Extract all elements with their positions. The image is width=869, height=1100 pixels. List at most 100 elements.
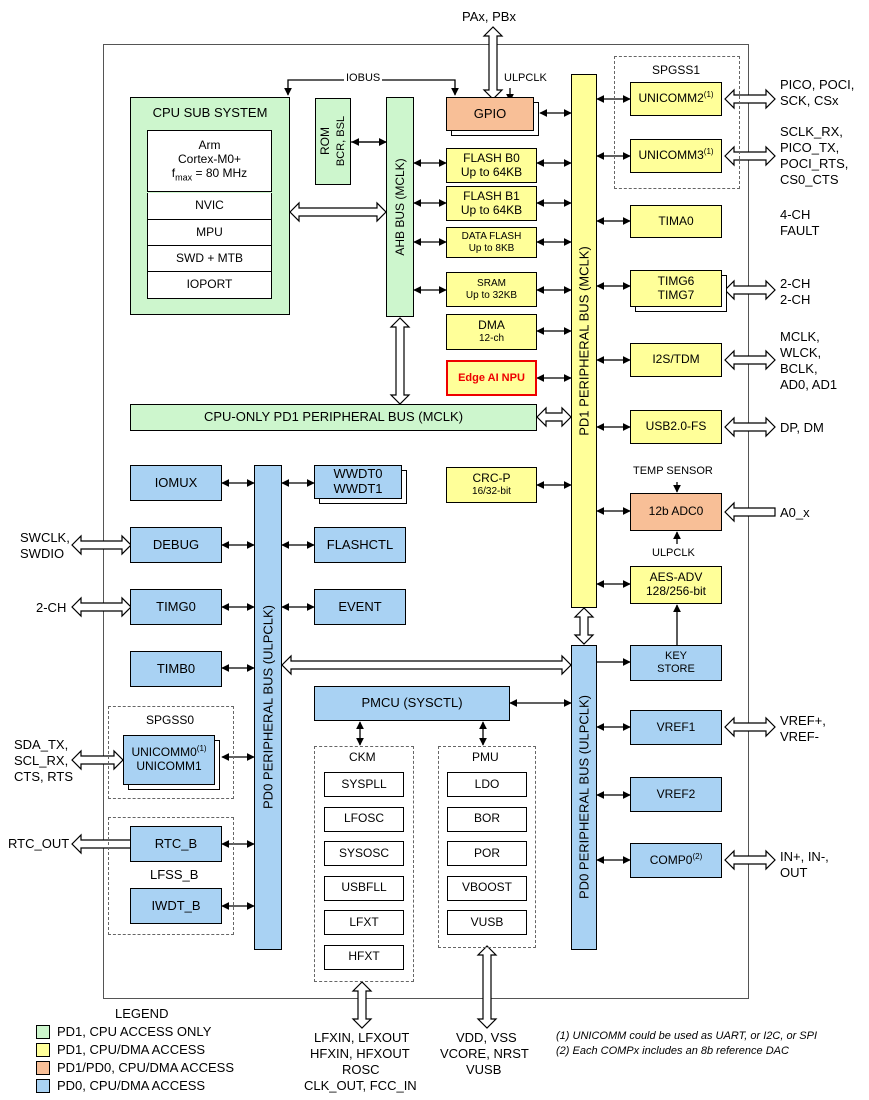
legend-swatch-blue xyxy=(36,1079,50,1093)
ext-cts: CTS, RTS xyxy=(14,769,73,784)
ioport: IOPORT xyxy=(147,272,272,299)
unicomm1-label: UNICOMM1 xyxy=(136,759,202,773)
timg7-label: TIMG7 xyxy=(657,287,695,302)
fmax: fmax = 80 MHz xyxy=(171,165,248,183)
vref1: VREF1 xyxy=(630,710,722,745)
pmu-title: PMU xyxy=(472,750,499,764)
data-flash-size: Up to 8KB xyxy=(468,242,515,254)
ext-spi-2: SCK, CSx xyxy=(780,93,839,108)
spgss1-title: SPGSS1 xyxy=(652,63,701,77)
cpu-title: CPU SUB SYSTEM xyxy=(152,105,268,120)
legend-swatch-yellow xyxy=(36,1043,50,1057)
legend-1: PD1, CPU ACCESS ONLY xyxy=(57,1024,212,1039)
ext-usb: DP, DM xyxy=(780,420,824,435)
chip-outline xyxy=(103,44,749,999)
dma-title: DMA xyxy=(478,318,505,333)
timg0: TIMG0 xyxy=(130,589,222,625)
usb-fs: USB2.0-FS xyxy=(630,410,722,444)
ext-i2s-1: MCLK, xyxy=(780,329,820,344)
ext-u3-4: CS0_CTS xyxy=(780,172,839,187)
pwr-pin-1: VDD, VSS xyxy=(456,1030,517,1045)
sram-title: SRAM xyxy=(477,278,506,289)
pd1-bus-label: PD1 PERIPHERAL BUS (MCLK) xyxy=(576,246,592,436)
ext-comp-2: OUT xyxy=(780,865,808,880)
pmu-item: POR xyxy=(447,841,527,866)
flash-b0-size: Up to 64KB xyxy=(460,164,523,179)
pmu-item: VUSB xyxy=(447,910,527,935)
core-line2: Cortex-M0+ xyxy=(177,152,242,167)
core-line1: Arm xyxy=(198,138,221,153)
ext-vref-2: VREF- xyxy=(780,729,819,744)
sram-size: Up to 32KB xyxy=(465,289,518,301)
lfss-group xyxy=(108,817,234,935)
ext-rtc-out: RTC_OUT xyxy=(8,836,70,851)
dma-channels: 12-ch xyxy=(478,333,504,345)
ext-i2s-3: BCLK, xyxy=(780,361,818,376)
debug: DEBUG xyxy=(130,527,222,563)
ext-sda: SDA_TX, xyxy=(14,737,69,752)
wwdt1-label: WWDT1 xyxy=(333,481,383,496)
ckm-group xyxy=(314,746,414,982)
legend-title: LEGEND xyxy=(115,1006,169,1021)
clk-pin-3: ROSC xyxy=(342,1062,380,1077)
ahb-bus xyxy=(386,97,414,317)
spgss1-group xyxy=(614,56,740,189)
adc0: 12b ADC0 xyxy=(630,493,722,531)
ext-adc: A0_x xyxy=(780,505,810,520)
ulpclk-top-label: ULPCLK xyxy=(504,72,547,84)
spgss0-group xyxy=(108,706,234,799)
rtc-b: RTC_B xyxy=(130,826,222,862)
ulpclk-adc-label: ULPCLK xyxy=(652,547,695,559)
lfss-title: LFSS_B xyxy=(150,867,199,882)
pd1-peripheral-bus xyxy=(571,74,597,608)
nvic: NVIC xyxy=(147,193,272,220)
ext-spi-1: PICO, POCI, xyxy=(780,77,855,92)
pwr-pin-3: VUSB xyxy=(466,1062,502,1077)
ext-tima-2: FAULT xyxy=(780,223,820,238)
unicomm0-label: UNICOMM0(1) xyxy=(131,744,207,760)
flash-b1-title: FLASH B1 xyxy=(463,188,520,203)
pd0-bus-right xyxy=(571,645,597,950)
unicomm2: UNICOMM2(1) xyxy=(630,82,722,116)
pd0-bus-left xyxy=(254,465,282,950)
unicomm3: UNICOMM3(1) xyxy=(630,139,722,173)
clk-pin-4: CLK_OUT, FCC_IN xyxy=(304,1078,417,1093)
timb0: TIMB0 xyxy=(130,651,222,687)
ckm-item: LFXT xyxy=(324,910,404,935)
clk-pin-1: LFXIN, LFXOUT xyxy=(314,1030,410,1045)
pd0-bus-right-label: PD0 PERIPHERAL BUS (ULPCLK) xyxy=(576,695,592,899)
pins-label: PAx, PBx xyxy=(462,9,516,24)
ext-scl: SCL_RX, xyxy=(14,753,69,768)
legend-swatch-orange xyxy=(36,1061,50,1075)
ext-i2s-2: WLCK, xyxy=(780,345,822,360)
arm-core: Arm Cortex-M0+ fmax = 80 MHz xyxy=(147,130,272,192)
cpu-only-pd1-bus: CPU-ONLY PD1 PERIPHERAL BUS (MCLK) xyxy=(130,404,537,431)
clk-pin-2: HFXIN, HFXOUT xyxy=(310,1046,410,1061)
ext-timg-2: 2-CH xyxy=(780,292,811,307)
legend-4: PD0, CPU/DMA ACCESS xyxy=(57,1078,206,1093)
ext-timg0: 2-CH xyxy=(36,600,67,615)
timg6-label: TIMG6 xyxy=(657,273,695,288)
iwdt-b: IWDT_B xyxy=(130,888,222,924)
ckm-item: LFOSC xyxy=(324,806,404,832)
ext-u3-1: SCLK_RX, xyxy=(780,124,843,139)
iobus-label: IOBUS xyxy=(344,72,383,86)
store-title: STORE xyxy=(657,663,695,675)
iomux: IOMUX xyxy=(130,465,222,501)
pd0-bus-left-label: PD0 PERIPHERAL BUS (ULPCLK) xyxy=(260,605,276,809)
i2s-tdm: I2S/TDM xyxy=(630,343,722,377)
ckm-title: CKM xyxy=(349,750,376,764)
tima0: TIMA0 xyxy=(630,205,722,238)
crc-title: CRC-P xyxy=(472,471,511,486)
ext-u3-2: PICO_TX, xyxy=(780,140,840,155)
flashctl: FLASHCTL xyxy=(314,527,406,563)
rom-title: ROM xyxy=(318,127,332,155)
rom-sub: BCR, BSL xyxy=(335,115,347,167)
